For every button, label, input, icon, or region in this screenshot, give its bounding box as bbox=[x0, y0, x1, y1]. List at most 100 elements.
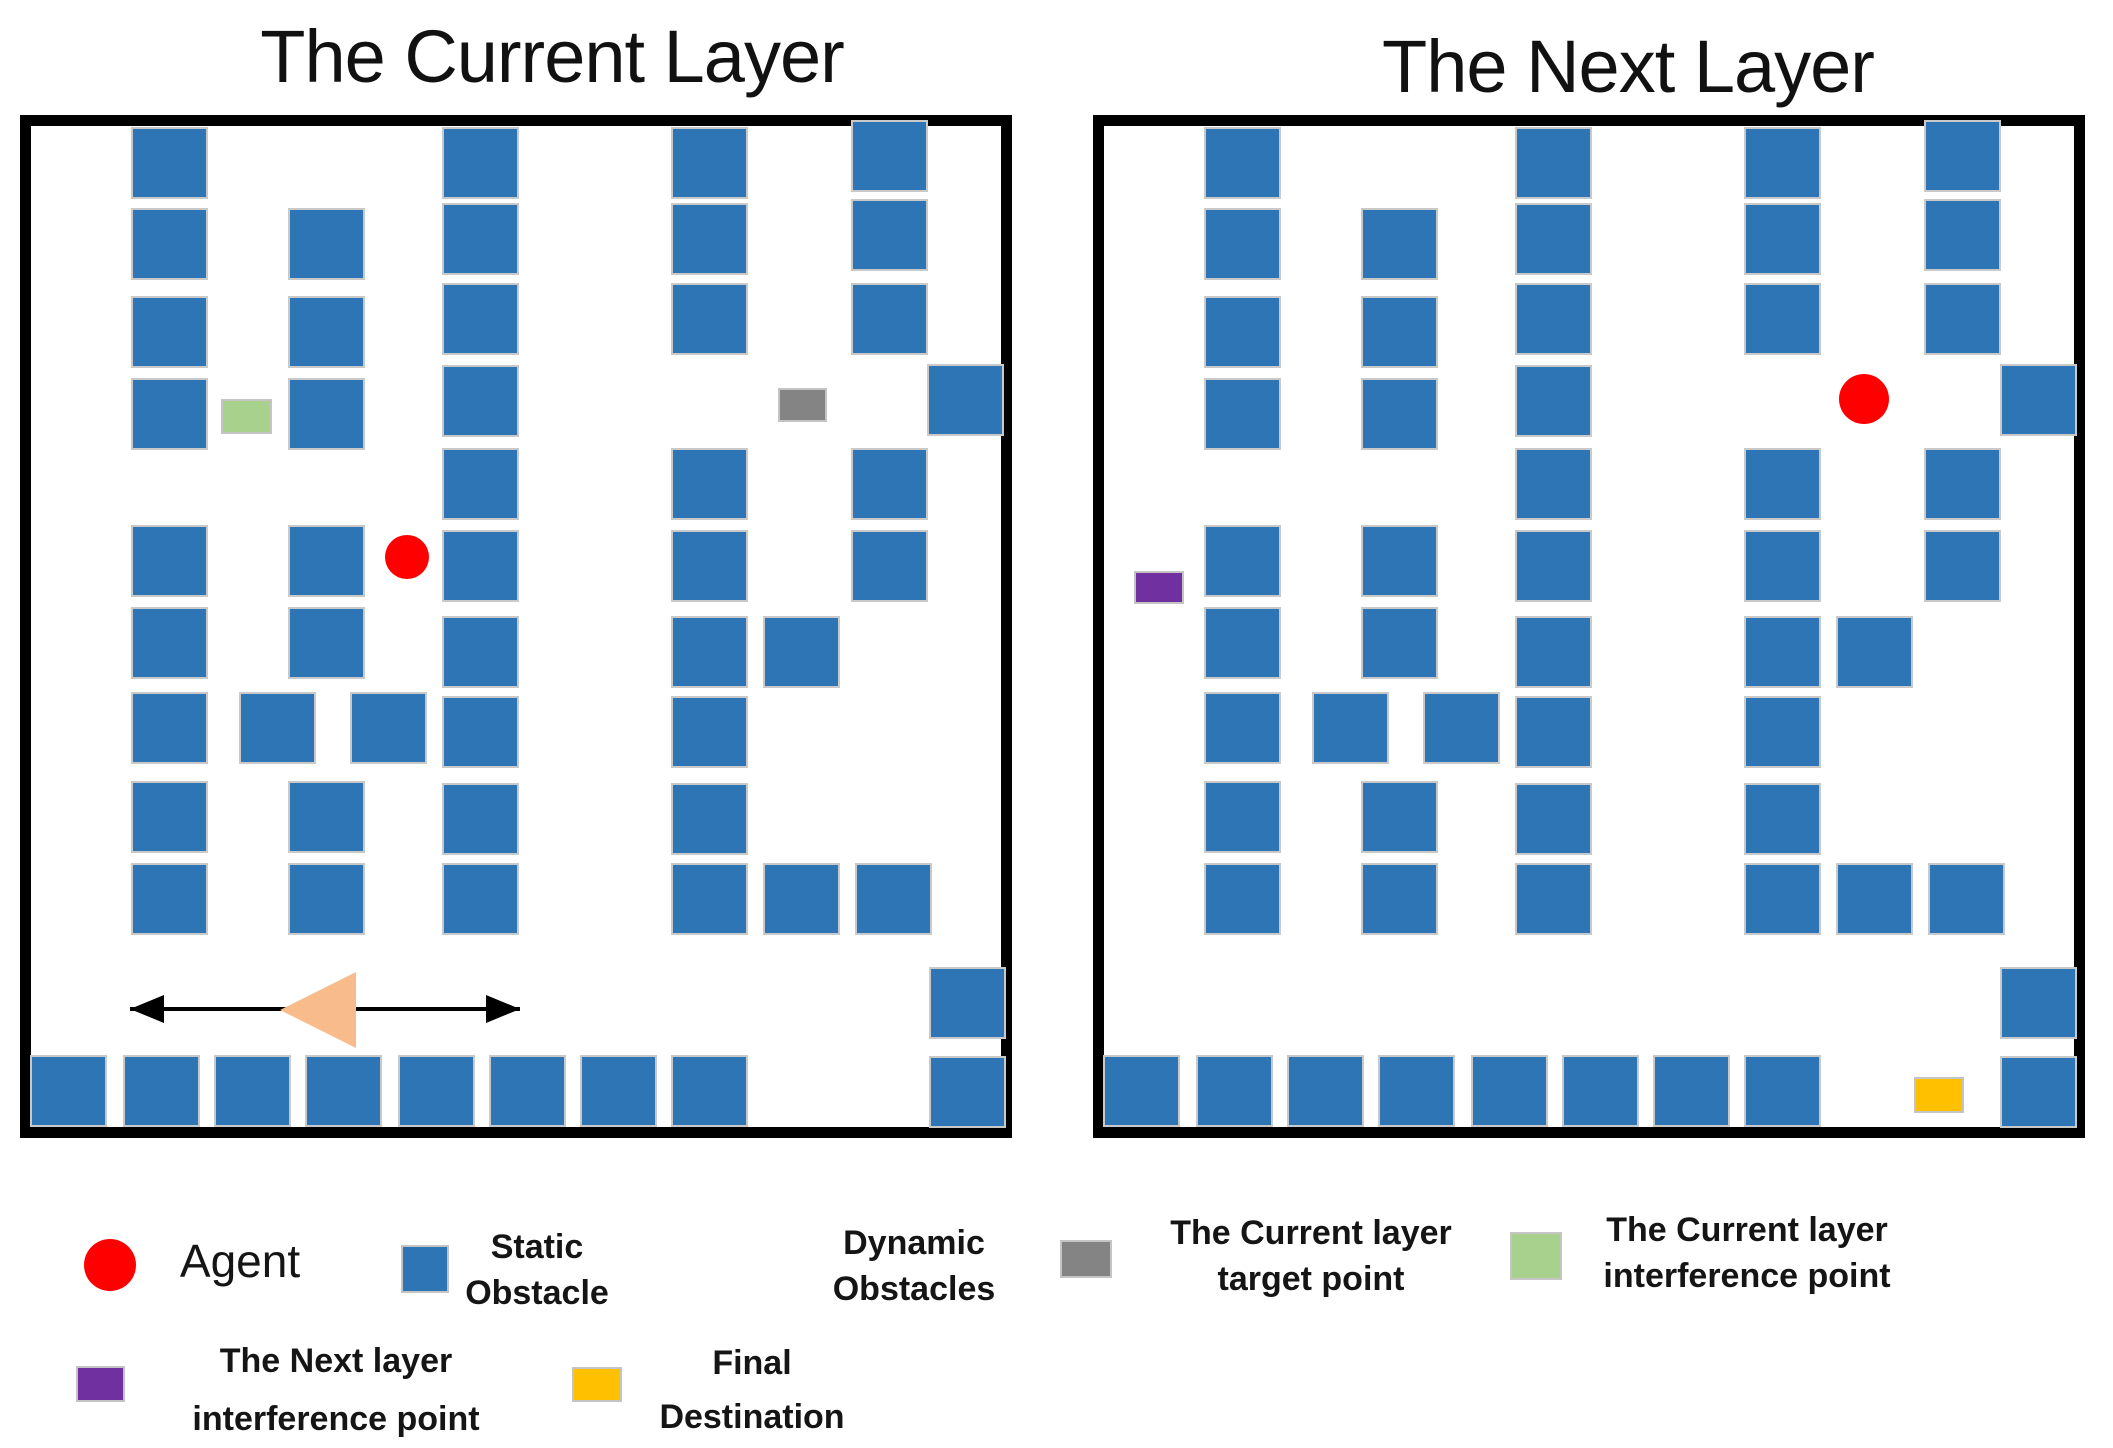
static-obstacle bbox=[1744, 530, 1821, 602]
final-destination bbox=[1914, 1077, 1964, 1113]
current-layer-map bbox=[20, 115, 1012, 1138]
static-obstacle bbox=[398, 1055, 475, 1127]
static-obstacle bbox=[1836, 863, 1913, 935]
static-obstacle bbox=[1361, 296, 1438, 368]
static-obstacle bbox=[350, 692, 427, 764]
static-obstacle bbox=[1103, 1055, 1180, 1127]
static-obstacle bbox=[851, 530, 928, 602]
legend-label-next-layer-interference-point: The Next layer interference point bbox=[192, 1342, 480, 1438]
static-obstacle bbox=[1515, 530, 1592, 602]
static-obstacle bbox=[671, 696, 748, 768]
static-obstacle bbox=[442, 530, 519, 602]
static-obstacle bbox=[1928, 863, 2005, 935]
static-obstacle bbox=[123, 1055, 200, 1127]
dynamic-obstacle-triangle-icon bbox=[280, 972, 356, 1048]
static-obstacle bbox=[1515, 863, 1592, 935]
static-obstacle bbox=[489, 1055, 566, 1127]
static-obstacle bbox=[671, 783, 748, 855]
static-obstacle bbox=[442, 203, 519, 275]
current-layer-target-point bbox=[778, 388, 827, 422]
static-obstacle bbox=[1515, 127, 1592, 199]
static-obstacle bbox=[1562, 1055, 1639, 1127]
static-obstacle bbox=[1196, 1055, 1273, 1127]
static-obstacle bbox=[1471, 1055, 1548, 1127]
static-obstacle-icon bbox=[401, 1245, 449, 1293]
static-obstacle bbox=[1204, 378, 1281, 450]
static-obstacle bbox=[131, 296, 208, 368]
static-obstacle bbox=[288, 863, 365, 935]
static-obstacle bbox=[671, 863, 748, 935]
static-obstacle bbox=[1515, 783, 1592, 855]
static-obstacle bbox=[763, 863, 840, 935]
static-obstacle bbox=[671, 203, 748, 275]
static-obstacle bbox=[1744, 783, 1821, 855]
next-layer-interference-point bbox=[1134, 571, 1184, 604]
static-obstacle bbox=[1287, 1055, 1364, 1127]
next-layer-map bbox=[1093, 115, 2085, 1138]
static-obstacle bbox=[851, 283, 928, 355]
agent bbox=[1839, 374, 1889, 424]
static-obstacle bbox=[288, 296, 365, 368]
static-obstacle bbox=[1204, 296, 1281, 368]
static-obstacle bbox=[1515, 365, 1592, 437]
static-obstacle bbox=[442, 365, 519, 437]
static-obstacle bbox=[1515, 616, 1592, 688]
static-obstacle bbox=[1361, 378, 1438, 450]
current-layer-interference-point bbox=[221, 399, 272, 434]
static-obstacle bbox=[2000, 364, 2077, 436]
static-obstacle bbox=[442, 863, 519, 935]
static-obstacle bbox=[1423, 692, 1500, 764]
static-obstacle bbox=[1204, 781, 1281, 853]
static-obstacle bbox=[1204, 692, 1281, 764]
agent-icon bbox=[84, 1239, 136, 1291]
static-obstacle bbox=[1836, 616, 1913, 688]
static-obstacle bbox=[1361, 863, 1438, 935]
static-obstacle bbox=[1744, 1055, 1821, 1127]
static-obstacle bbox=[929, 967, 1006, 1039]
current-layer-interference-point-icon bbox=[1510, 1232, 1562, 1280]
next-layer-title: The Next Layer bbox=[1382, 25, 1875, 108]
static-obstacle bbox=[288, 525, 365, 597]
final-destination-icon bbox=[572, 1367, 622, 1402]
static-obstacle bbox=[1744, 203, 1821, 275]
static-obstacle bbox=[1924, 448, 2001, 520]
static-obstacle bbox=[1361, 607, 1438, 679]
static-obstacle bbox=[671, 283, 748, 355]
static-obstacle bbox=[1924, 283, 2001, 355]
static-obstacle bbox=[671, 1055, 748, 1127]
static-obstacle bbox=[1515, 696, 1592, 768]
static-obstacle bbox=[1378, 1055, 1455, 1127]
static-obstacle bbox=[288, 208, 365, 280]
legend-label-current-layer-interference-point: The Current layer interference point bbox=[1603, 1211, 1891, 1295]
static-obstacle bbox=[1312, 692, 1389, 764]
static-obstacle bbox=[214, 1055, 291, 1127]
static-obstacle bbox=[131, 378, 208, 450]
static-obstacle bbox=[1744, 448, 1821, 520]
static-obstacle bbox=[1744, 127, 1821, 199]
static-obstacle bbox=[1515, 203, 1592, 275]
static-obstacle bbox=[288, 607, 365, 679]
static-obstacle bbox=[1924, 199, 2001, 271]
static-obstacle bbox=[2000, 967, 2077, 1039]
static-obstacle bbox=[442, 696, 519, 768]
static-obstacle bbox=[580, 1055, 657, 1127]
static-obstacle bbox=[1653, 1055, 1730, 1127]
static-obstacle bbox=[851, 199, 928, 271]
static-obstacle bbox=[131, 525, 208, 597]
static-obstacle bbox=[131, 127, 208, 199]
static-obstacle bbox=[442, 616, 519, 688]
static-obstacle bbox=[927, 364, 1004, 436]
static-obstacle bbox=[1744, 616, 1821, 688]
static-obstacle bbox=[1204, 208, 1281, 280]
static-obstacle bbox=[1744, 696, 1821, 768]
static-obstacle bbox=[1744, 863, 1821, 935]
static-obstacle bbox=[763, 616, 840, 688]
static-obstacle bbox=[2000, 1056, 2077, 1128]
static-obstacle bbox=[131, 692, 208, 764]
static-obstacle bbox=[131, 607, 208, 679]
static-obstacle bbox=[671, 616, 748, 688]
static-obstacle bbox=[1924, 120, 2001, 192]
static-obstacle bbox=[1744, 283, 1821, 355]
static-obstacle bbox=[1204, 863, 1281, 935]
